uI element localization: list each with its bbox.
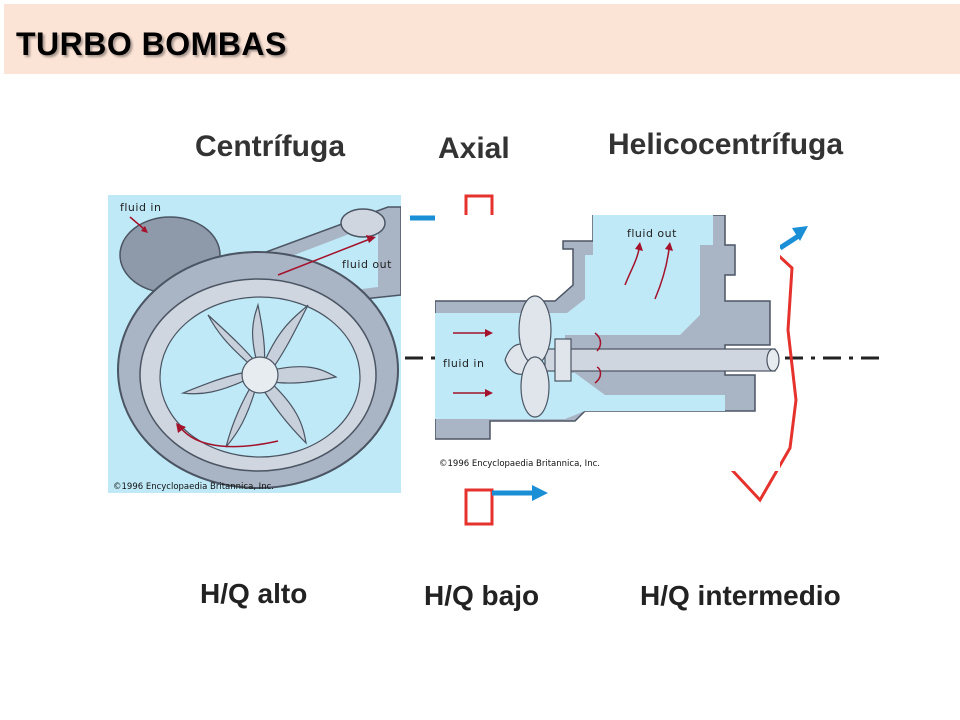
heading-helicocentrifuga: Helicocentrífuga	[608, 128, 844, 161]
axial-pump-drawing	[435, 215, 780, 471]
heading-axial: Axial	[438, 132, 510, 165]
helico-impeller-outline	[730, 253, 798, 503]
axial-fluid-in-label: fluid in	[443, 357, 485, 370]
centrifugal-fluid-in-label: fluid in	[120, 201, 162, 214]
axial-pump-illustration: fluid out fluid in ©1996 Encyclopaedia B…	[435, 215, 780, 471]
centrifugal-copyright: ©1996 Encyclopaedia Britannica, Inc.	[113, 482, 274, 492]
footer-hq-bajo: H/Q bajo	[424, 580, 540, 611]
blue-flow-arrows	[410, 215, 808, 501]
centrifugal-pump-drawing	[108, 195, 401, 493]
footer-hq-intermedio: H/Q intermedio	[640, 580, 841, 611]
footer-hq-alto: H/Q alto	[200, 578, 308, 609]
heading-centrifuga: Centrífuga	[195, 130, 345, 163]
axial-fluid-out-label: fluid out	[627, 227, 677, 240]
page-title: TURBO BOMBAS	[16, 26, 287, 62]
centrifugal-fluid-out-label: fluid out	[342, 258, 392, 271]
axial-copyright: ©1996 Encyclopaedia Britannica, Inc.	[439, 459, 600, 469]
centrifugal-pump-illustration: fluid in fluid out ©1996 Encyclopaedia B…	[108, 195, 401, 493]
title-bar: TURBO BOMBAS	[4, 4, 960, 74]
